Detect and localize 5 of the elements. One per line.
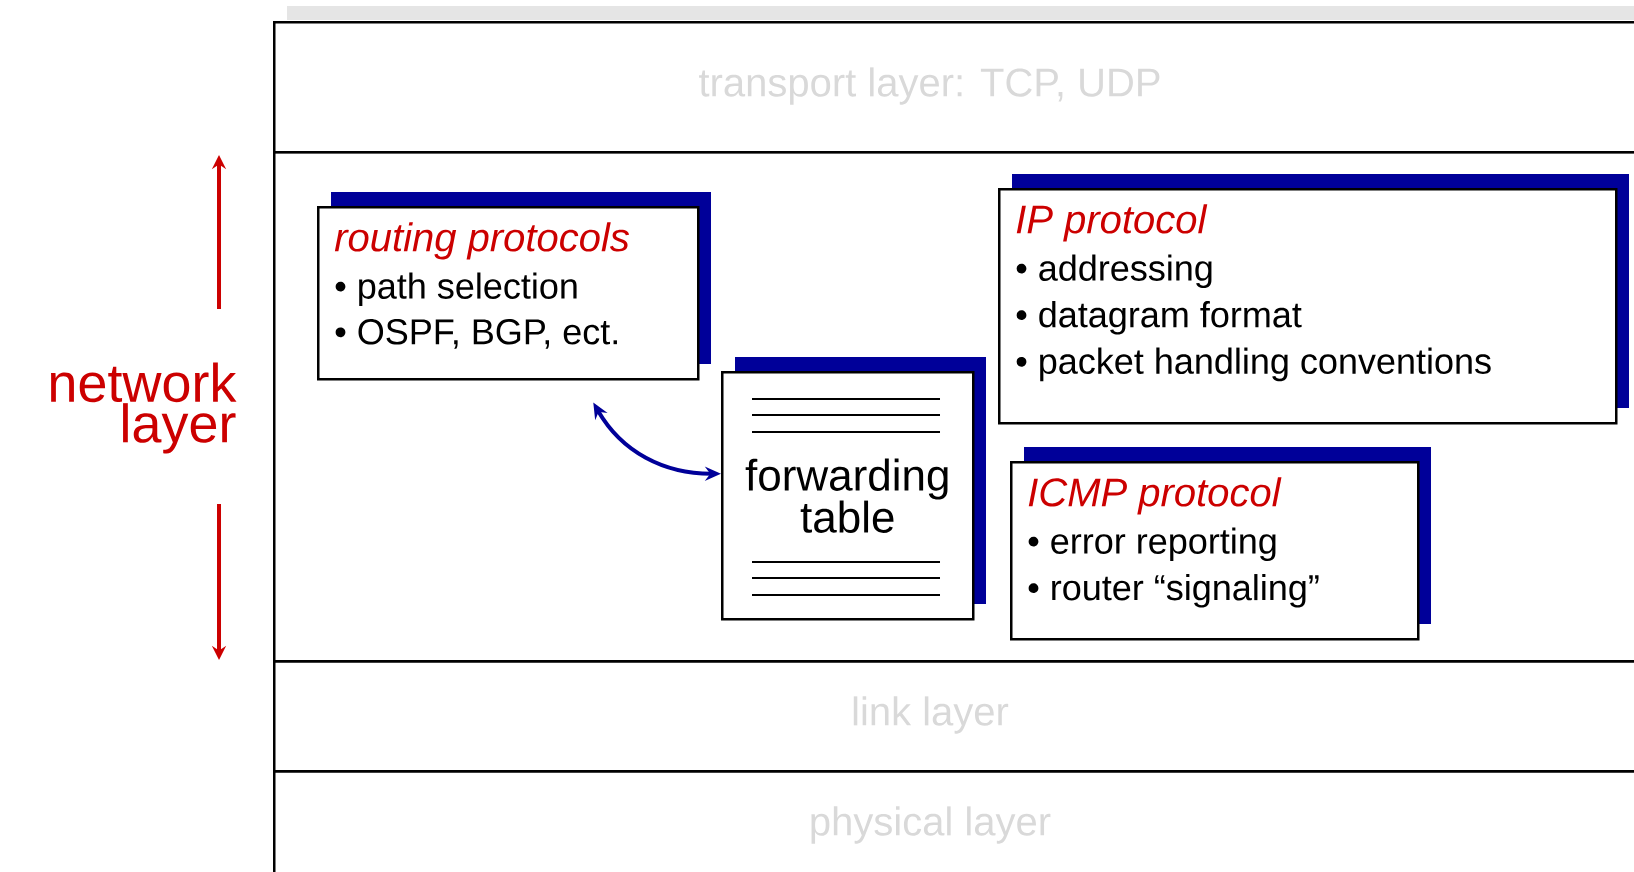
- text-box: ICMP protocol • error reporting • router “signaling”: [1010, 461, 1420, 641]
- layer-label: network layer: [51, 362, 237, 454]
- text-box: routing protocols • path selection • OSPF, BGP, ect.: [317, 206, 700, 381]
- table-box: forwarding table: [721, 371, 975, 621]
- text-box: IP protocol • addressing • datagram format • packet handling conventions: [998, 188, 1618, 425]
